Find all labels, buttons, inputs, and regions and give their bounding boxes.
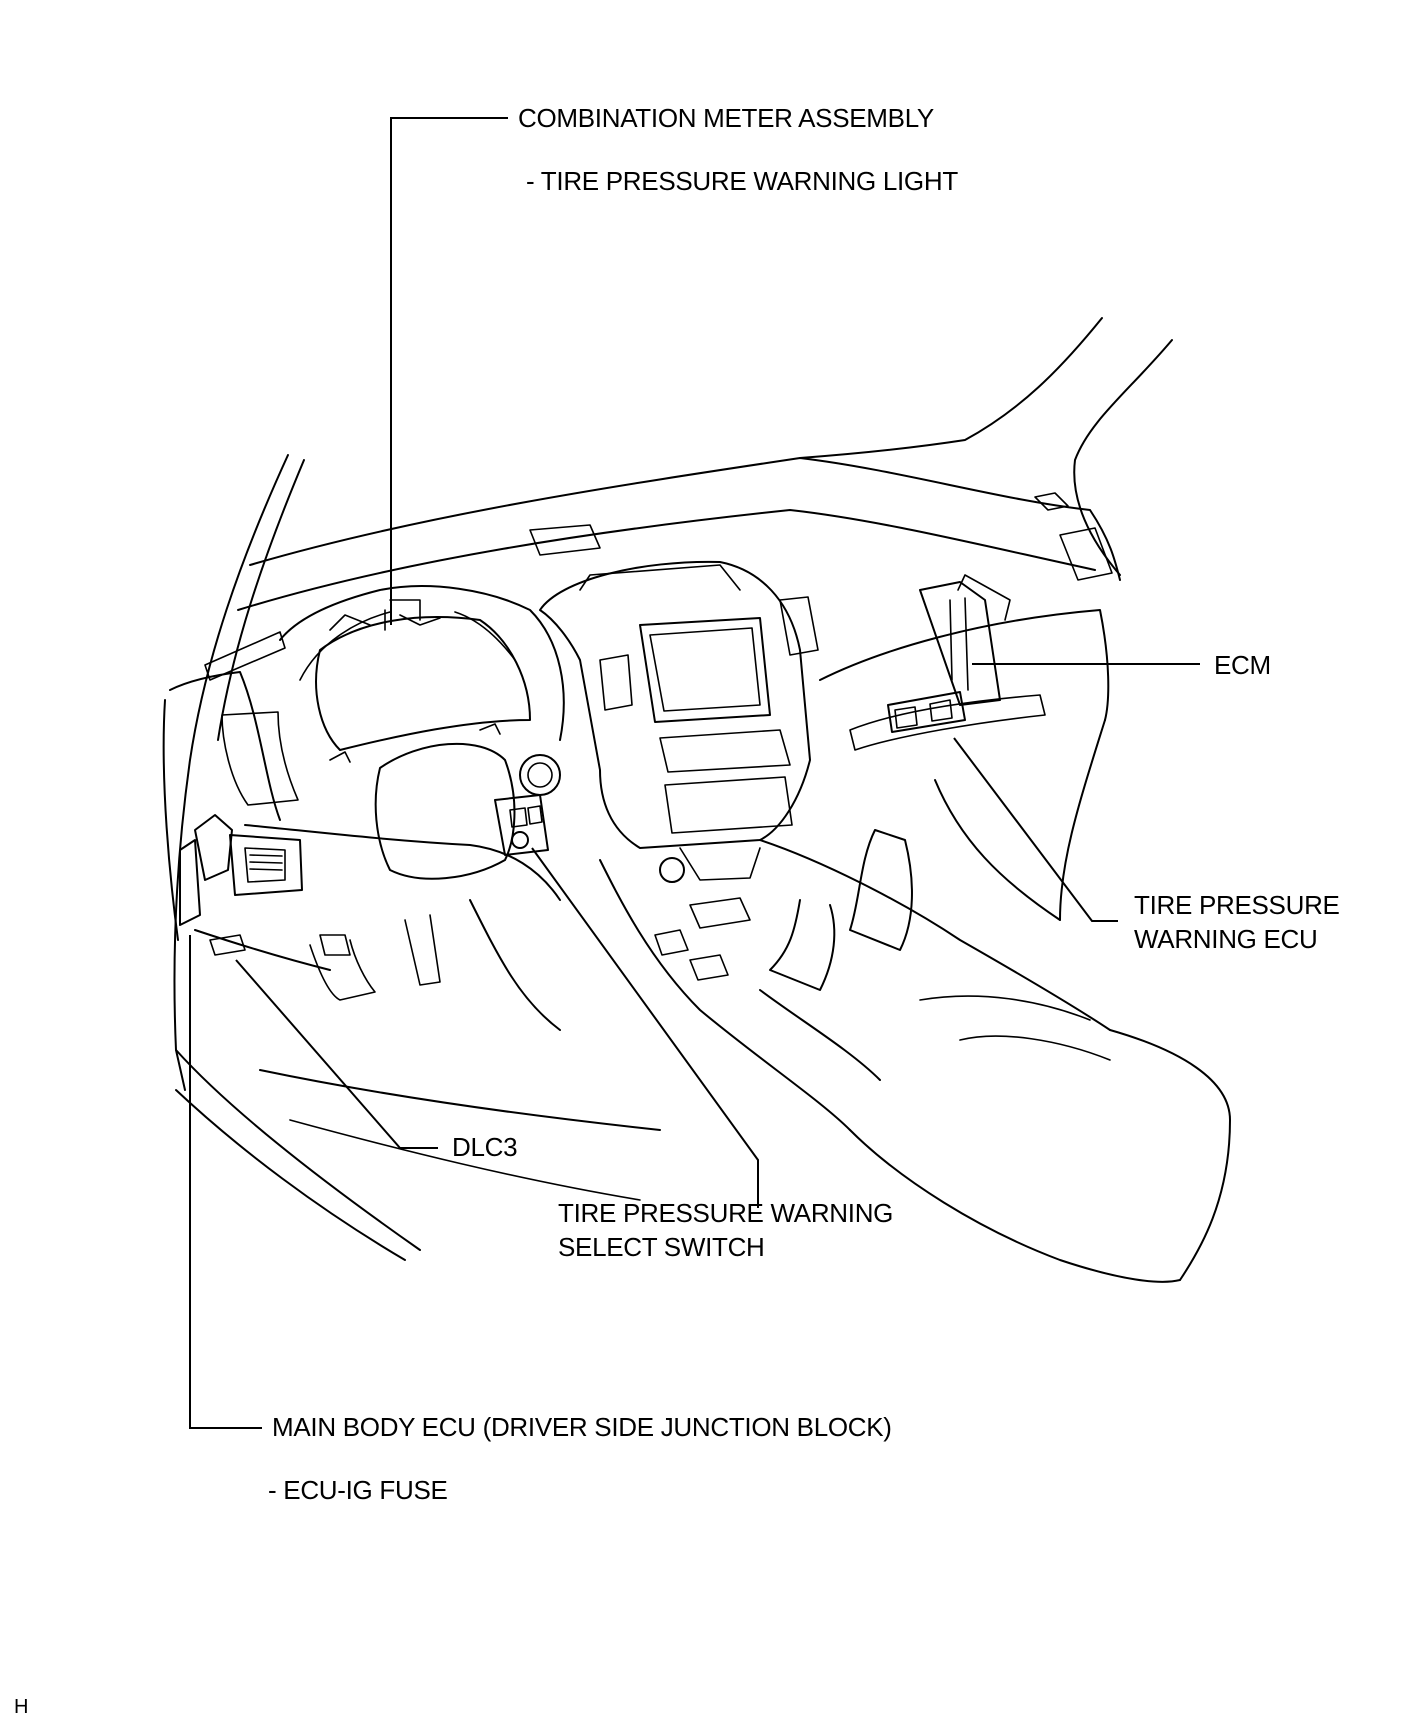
leader-tpw-ecu [953,737,1118,922]
select-switch-panel [494,794,549,856]
select-switch-label-line1: TIRE PRESSURE WARNING [558,1198,894,1228]
warning-light-label: - TIRE PRESSURE WARNING LIGHT [526,166,958,196]
tpw-ecu-label-line1: TIRE PRESSURE [1134,890,1340,920]
ecu-ig-fuse-label: - ECU-IG FUSE [268,1475,448,1505]
combination-meter-label: COMBINATION METER ASSEMBLY [518,103,934,133]
dash-top [237,457,1121,611]
steering-wheel-hub [374,742,561,880]
leader-lines [189,117,1200,1429]
combination-meter-cluster [279,585,565,763]
dash-right [819,574,1110,921]
select-switch-label-line2: SELECT SWITCH [558,1232,765,1262]
tpw-ecu-label-line2: WARNING ECU [1134,924,1318,954]
door-frame [173,454,421,1261]
main-body-ecu-label: MAIN BODY ECU (DRIVER SIDE JUNCTION BLOC… [272,1412,892,1442]
center-console [599,829,1231,1283]
leader-combination-meter [390,117,508,625]
dlc3-label: DLC3 [452,1132,518,1162]
leader-main-body-ecu [189,935,262,1429]
dash-left [162,631,299,941]
ecm-label: ECM [1214,650,1271,680]
floor-and-pedals [259,899,661,1201]
lower-dash-left [179,814,561,971]
windshield-pillars [799,317,1173,576]
center-stack [539,560,819,883]
leader-dlc3 [235,959,438,1149]
corner-mark: H [14,1696,29,1718]
leader-select-switch [531,847,759,1208]
